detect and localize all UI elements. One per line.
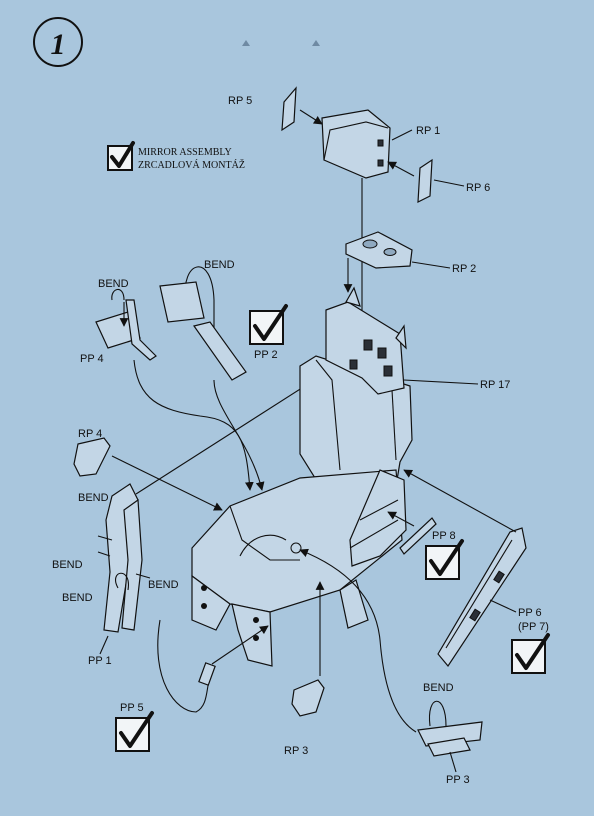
- part-pp1: PP 1: [88, 369, 331, 667]
- label-rp4: RP 4: [78, 428, 102, 440]
- part-rp6: RP 6: [387, 158, 490, 204]
- label-bend-pp1-top: BEND: [78, 492, 109, 504]
- part-rp4: RP 4: [73, 428, 223, 511]
- step-number: 1: [51, 28, 66, 61]
- check-mark-icon: [253, 304, 288, 341]
- part-pp5: PP 5: [120, 619, 269, 714]
- label-rp6: RP 6: [466, 182, 490, 194]
- label-rp17: RP 17: [480, 379, 510, 391]
- label-bend-pp1-left: BEND: [52, 559, 83, 571]
- check-mark-icon: [110, 141, 135, 168]
- label-rp5: RP 5: [228, 95, 252, 107]
- ejection-seat: RP 17: [191, 286, 510, 667]
- label-pp4: PP 4: [80, 353, 104, 365]
- label-bend-pp1-right: BEND: [148, 579, 179, 591]
- label-pp5: PP 5: [120, 702, 144, 714]
- label-rp1: RP 1: [416, 125, 440, 137]
- label-pp3: PP 3: [446, 774, 470, 786]
- label-bend-pp4: BEND: [98, 278, 129, 290]
- part-pp6: PP 6 (PP 7): [403, 469, 549, 668]
- mirror-assembly-note: MIRROR ASSEMBLY ZRCADLOVÁ MONTÁŽ: [107, 141, 245, 171]
- part-rp2: RP 2: [343, 231, 476, 293]
- label-pp7: (PP 7): [518, 621, 549, 633]
- check-mark-icon: [515, 633, 550, 670]
- label-pp6: PP 6: [518, 607, 542, 619]
- label-rp2: RP 2: [452, 263, 476, 275]
- label-bend-pp1-lower: BEND: [62, 592, 93, 604]
- step-badge: 1: [33, 17, 83, 67]
- label-bend-pp3: BEND: [423, 682, 454, 694]
- part-pp2: PP 2: [159, 266, 278, 491]
- checkbox-pp2: [249, 304, 288, 345]
- check-mark-icon: [429, 539, 464, 576]
- checkbox-pp8: [425, 539, 464, 580]
- label-bend-pp2: BEND: [204, 259, 235, 271]
- label-pp1: PP 1: [88, 655, 112, 667]
- checkbox-pp5: [115, 711, 154, 752]
- checkbox-pp6: [511, 633, 550, 674]
- label-pp8: PP 8: [432, 530, 456, 542]
- part-pp8: PP 8: [387, 511, 456, 555]
- note-line-2: ZRCADLOVÁ MONTÁŽ: [138, 159, 245, 171]
- check-mark-icon: [119, 711, 154, 748]
- part-rp3: RP 3: [284, 581, 325, 757]
- part-pp3: PP 3: [299, 548, 483, 786]
- part-rp1: RP 1: [321, 109, 440, 179]
- part-rp5: RP 5: [228, 86, 323, 132]
- label-rp3: RP 3: [284, 745, 308, 757]
- note-line-1: MIRROR ASSEMBLY: [138, 147, 232, 158]
- label-pp2: PP 2: [254, 349, 278, 361]
- part-pp4: PP 4: [80, 288, 254, 491]
